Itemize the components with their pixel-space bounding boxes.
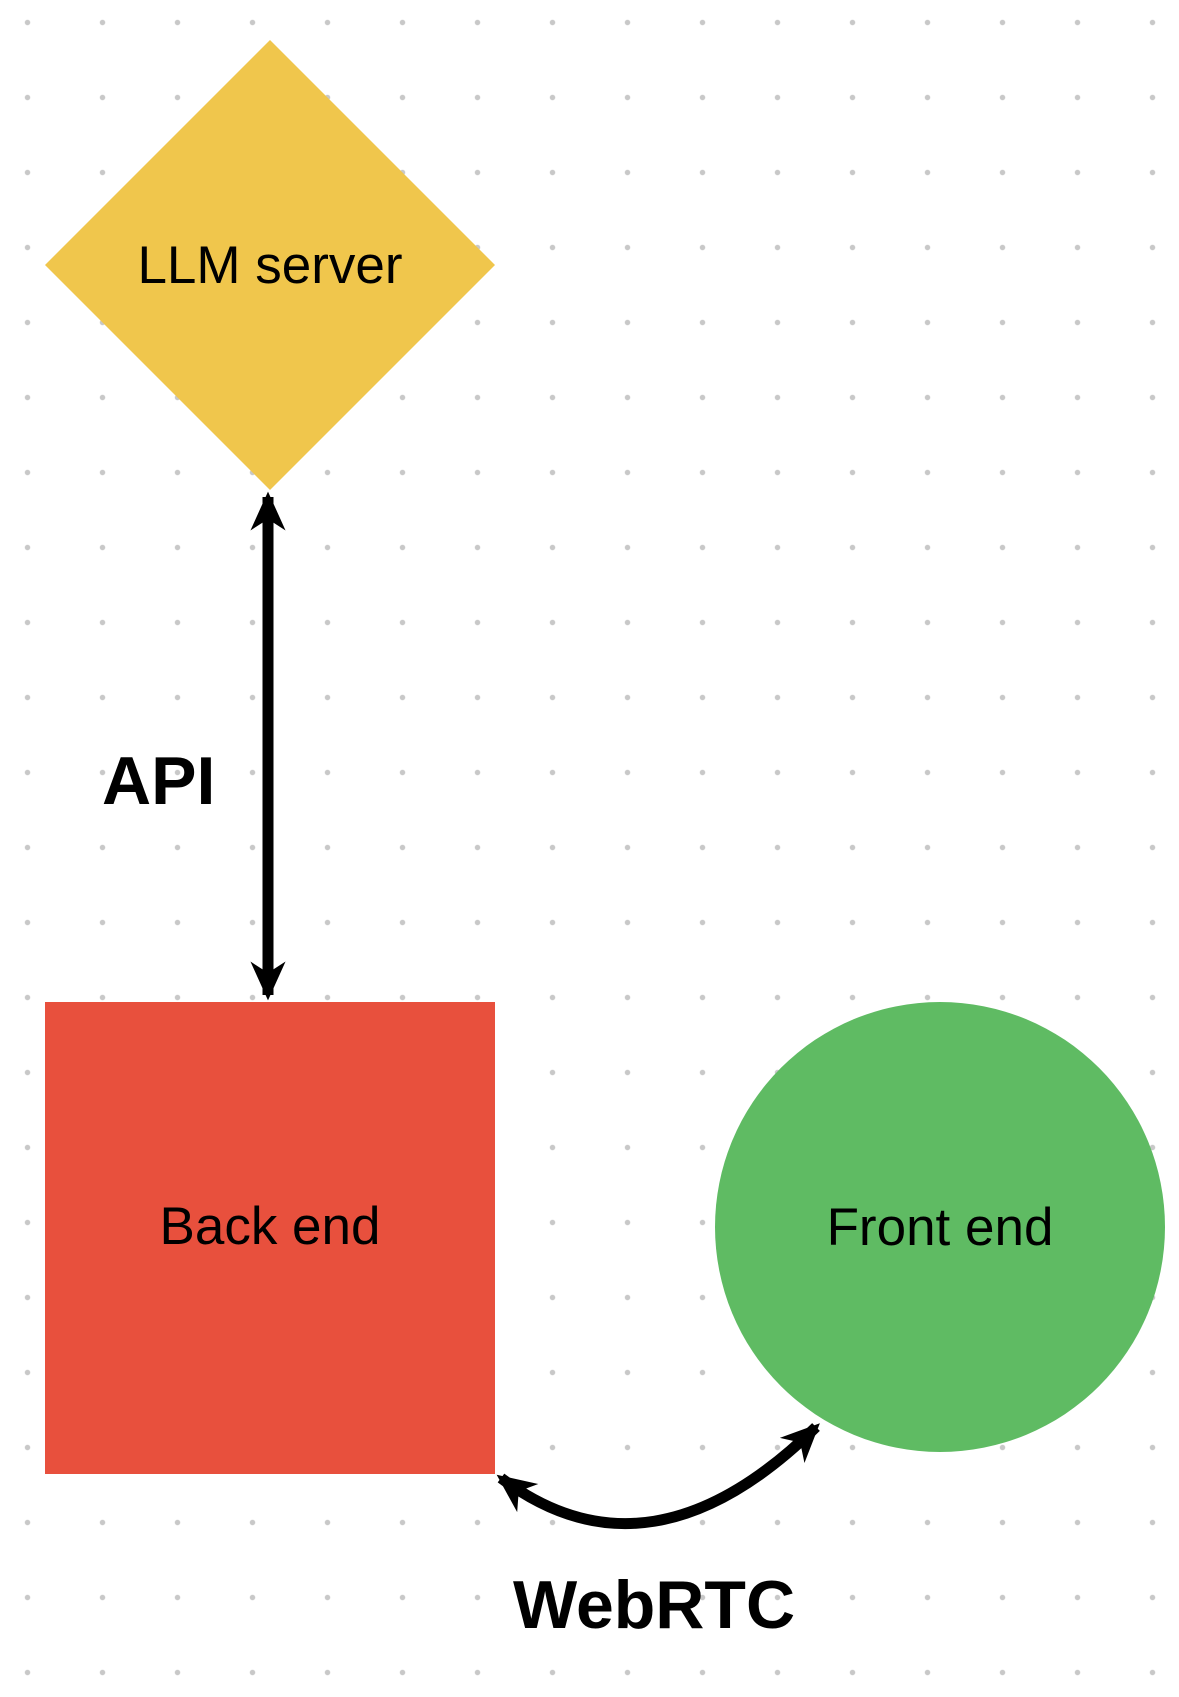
node-back-end[interactable]: Back end [45,1002,495,1474]
front-end-label: Front end [826,1197,1054,1257]
llm-server-label: LLM server [137,235,403,295]
back-end-label: Back end [159,1196,381,1256]
node-front-end[interactable]: Front end [715,1002,1165,1452]
api-edge-label[interactable]: API [102,743,216,819]
webrtc-edge-label[interactable]: WebRTC [513,1567,796,1643]
webrtc-arrow[interactable] [496,1423,820,1530]
node-llm-server[interactable]: LLM server [45,40,495,490]
